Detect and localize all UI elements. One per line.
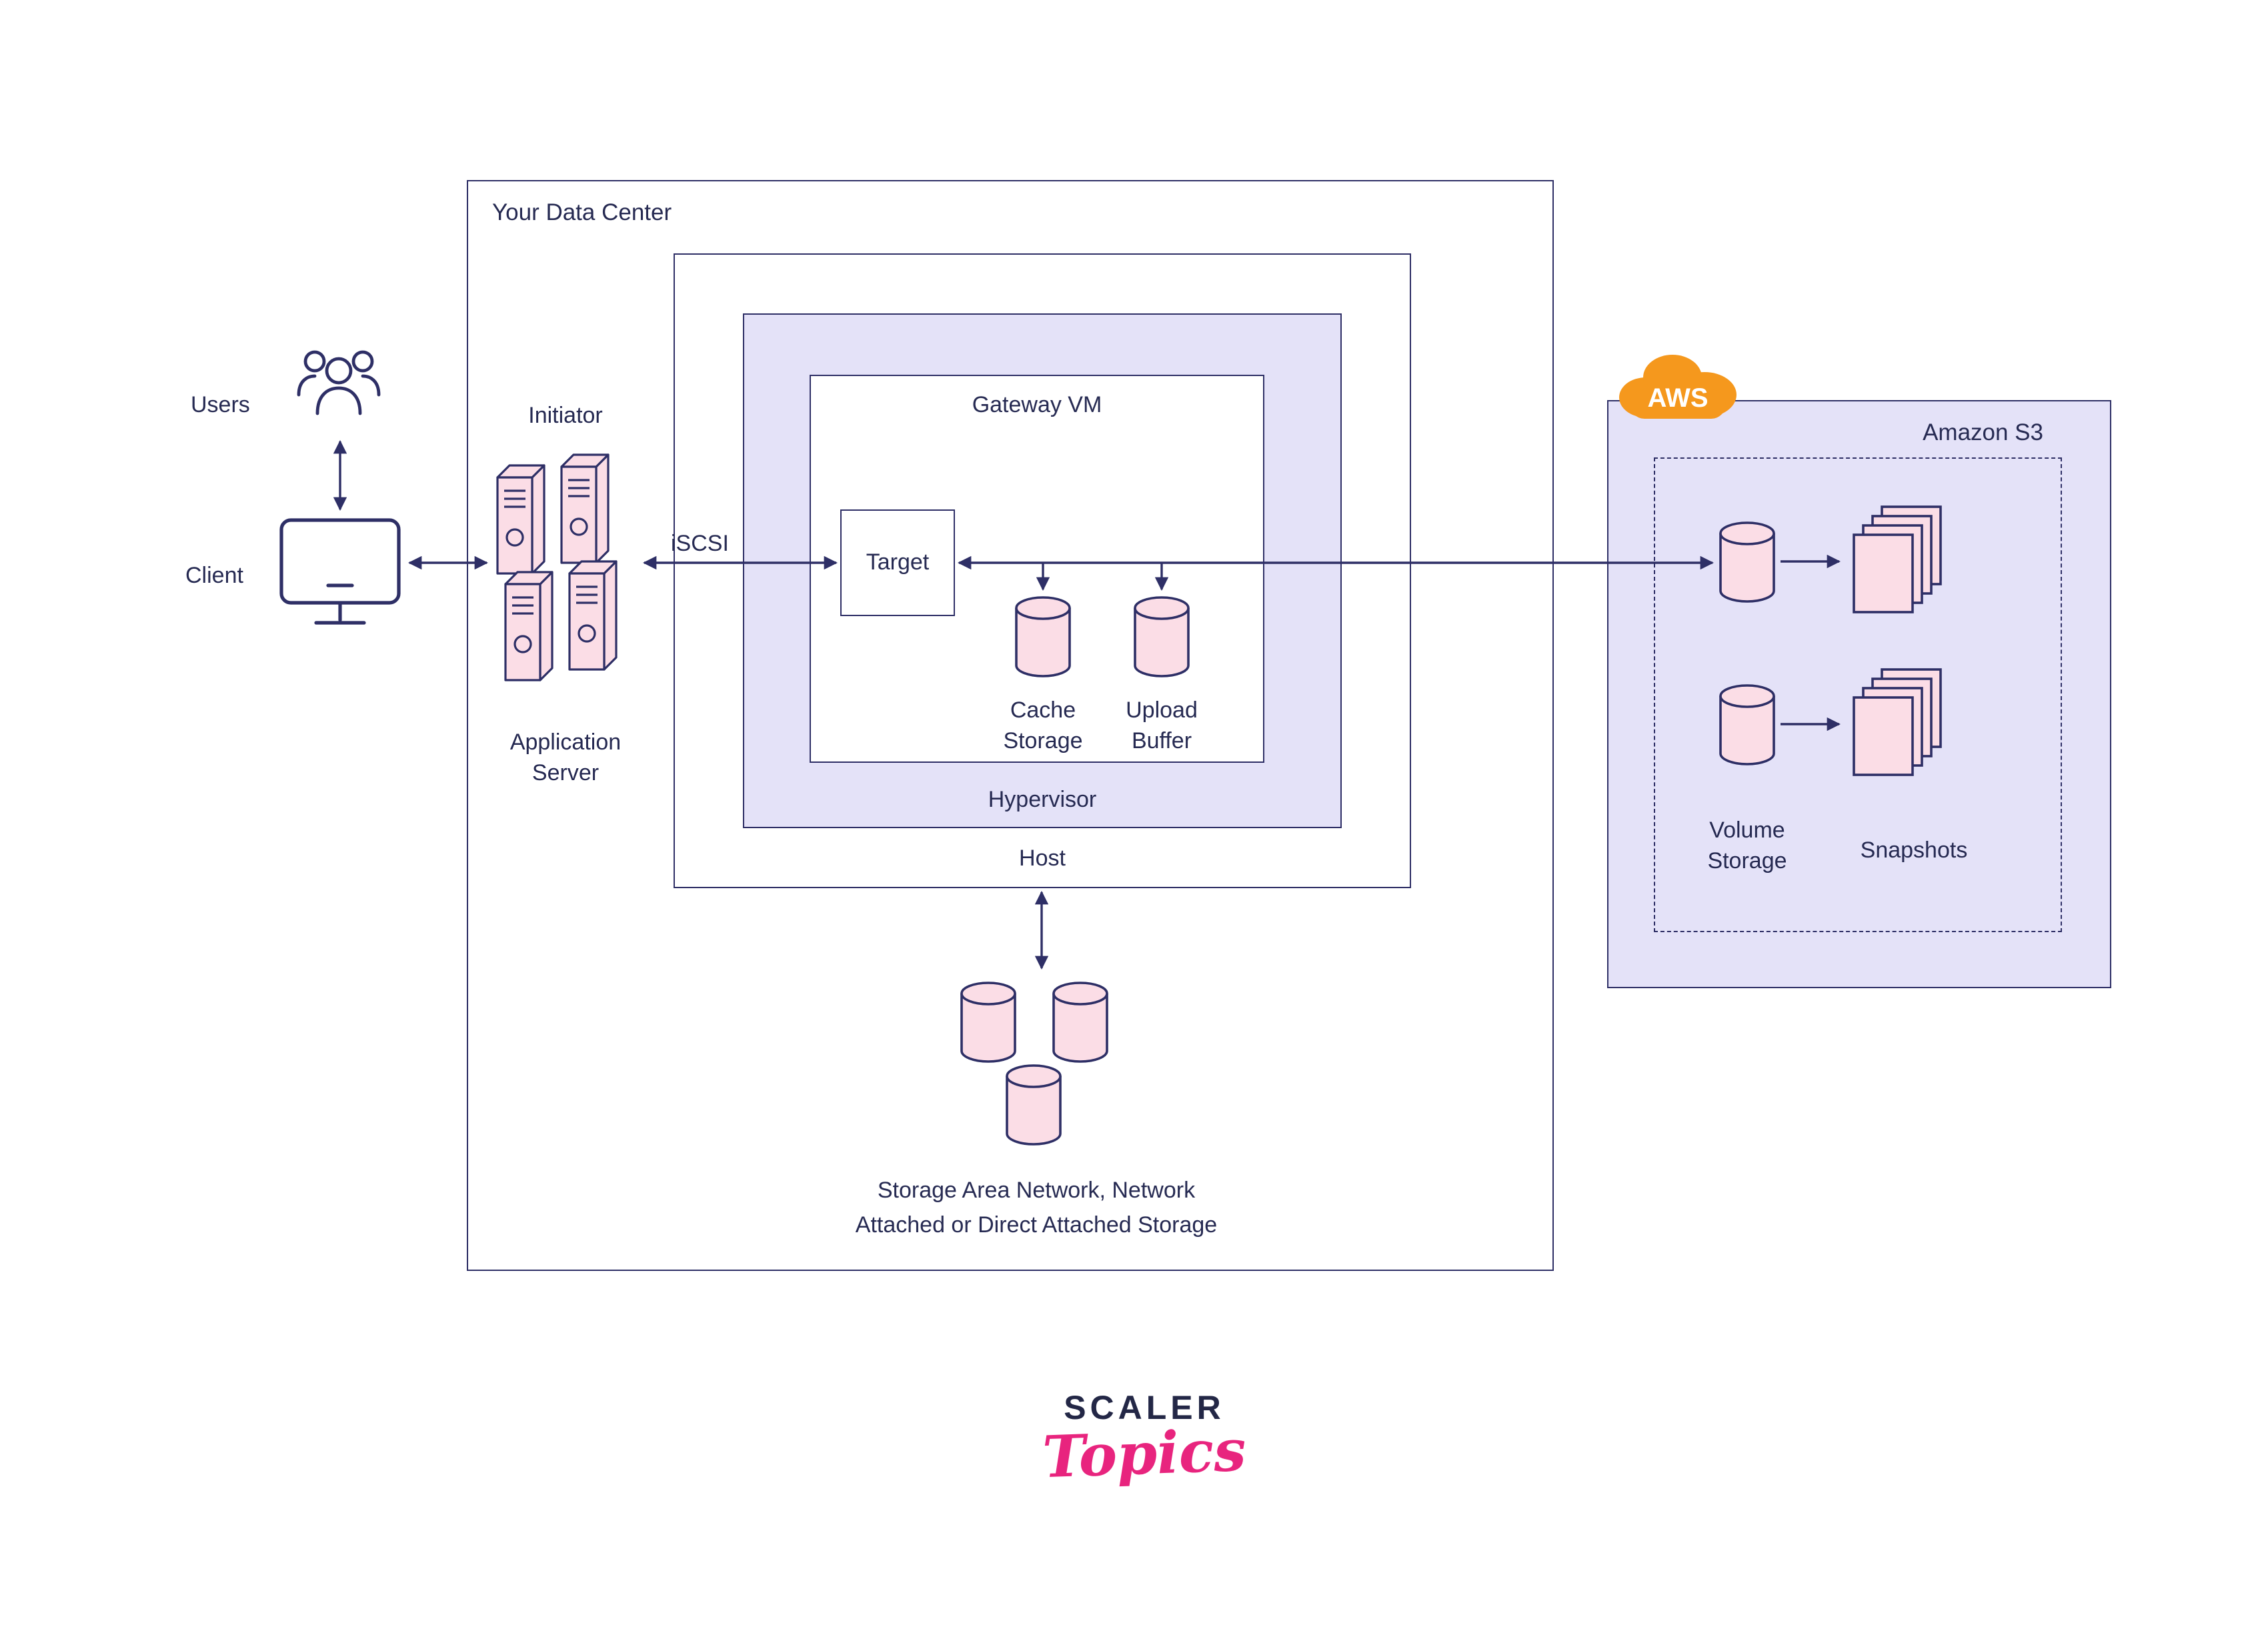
amazon-s3-label: Amazon S3 bbox=[1923, 419, 2043, 445]
aws-cloud-icon: AWS bbox=[1611, 347, 1745, 424]
target-label: Target bbox=[866, 549, 930, 575]
cache-storage-label: Cache Storage bbox=[1003, 697, 1083, 753]
users-label: Users bbox=[191, 392, 250, 417]
target-box: Target bbox=[840, 509, 955, 616]
snapshot-stack-icon bbox=[1845, 504, 1949, 616]
client-label: Client bbox=[185, 563, 243, 588]
iscsi-label: iSCSI bbox=[671, 531, 729, 556]
upload-buffer-cylinder-icon bbox=[1132, 595, 1191, 679]
scaler-logo-text: SCALER bbox=[1064, 1390, 1225, 1427]
gateway-vm-label: Gateway VM bbox=[972, 392, 1102, 417]
host-label: Host bbox=[1019, 846, 1066, 871]
snapshots-label: Snapshots bbox=[1860, 838, 1968, 863]
initiator-label: Initiator bbox=[528, 403, 603, 428]
amazon-s3-box: Amazon S3 bbox=[1607, 400, 2111, 988]
data-center-box: Your Data Center bbox=[467, 180, 1554, 1271]
san-cylinder-icon bbox=[959, 980, 1018, 1064]
san-label: Storage Area Network, Network Attached o… bbox=[855, 1178, 1218, 1237]
s3-dashed-region bbox=[1654, 457, 2062, 932]
volume-storage-cylinder-icon bbox=[1718, 683, 1777, 767]
users-icon bbox=[296, 341, 381, 421]
san-cylinder-icon bbox=[1051, 980, 1110, 1064]
snapshot-stack-icon bbox=[1845, 667, 1949, 779]
topics-logo-text: Topics bbox=[1041, 1418, 1248, 1492]
san-cylinder-icon bbox=[1004, 1063, 1063, 1147]
application-server-icon bbox=[489, 440, 639, 696]
upload-buffer-label: Upload Buffer bbox=[1126, 697, 1198, 753]
aws-label: AWS bbox=[1647, 383, 1708, 413]
data-center-label: Your Data Center bbox=[492, 199, 672, 225]
client-monitor-icon bbox=[276, 516, 404, 649]
cache-storage-cylinder-icon bbox=[1014, 595, 1072, 679]
host-box: Host bbox=[674, 253, 1411, 888]
volume-storage-label: Volume Storage bbox=[1707, 817, 1787, 874]
hypervisor-label: Hypervisor bbox=[988, 787, 1097, 812]
volume-storage-cylinder-icon bbox=[1718, 520, 1777, 604]
application-server-label: Application Server bbox=[509, 729, 622, 785]
